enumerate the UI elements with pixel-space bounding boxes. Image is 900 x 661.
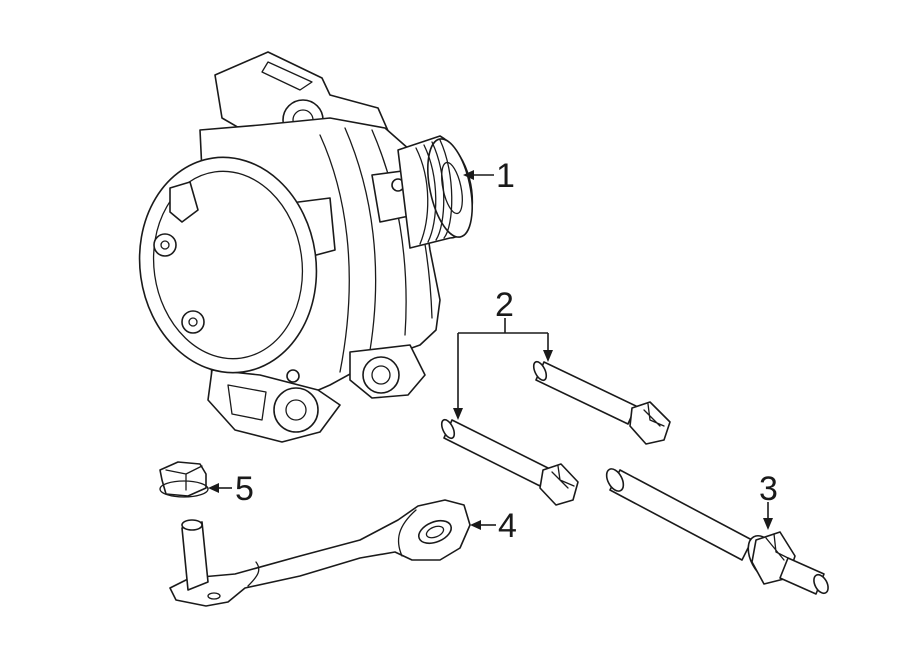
flange-nut[interactable] <box>159 461 209 498</box>
lower-mounting-bolt[interactable] <box>439 418 579 506</box>
callout-2-label: 2 <box>495 286 514 324</box>
mounting-stud[interactable] <box>603 466 831 596</box>
callout-5-label: 5 <box>235 470 254 508</box>
upper-mounting-bolt[interactable] <box>531 360 671 445</box>
callout-3-label: 3 <box>759 470 778 508</box>
support-bracket[interactable] <box>169 499 471 607</box>
callout-4-label: 4 <box>498 507 517 545</box>
callout-1-label: 1 <box>496 157 515 195</box>
alternator[interactable] <box>126 51 480 443</box>
